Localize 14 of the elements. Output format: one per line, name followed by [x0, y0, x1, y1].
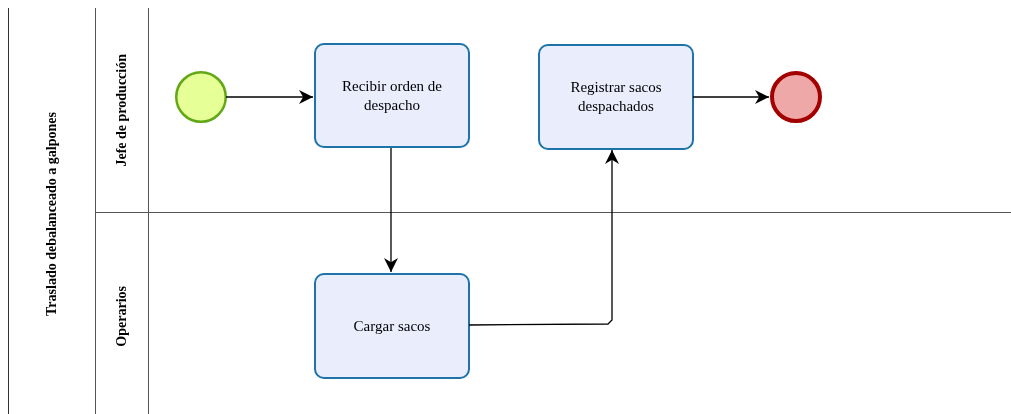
- arrow: [468, 149, 619, 326]
- start-event-circle: [175, 71, 227, 123]
- arrow: [384, 147, 398, 273]
- arrow: [692, 90, 770, 104]
- task-box: Registrar sacos despachados: [538, 44, 694, 150]
- lane-title: Operarios: [114, 286, 130, 347]
- pool-title: Traslado debalanceado a galpones: [44, 111, 60, 316]
- lane-title: Jefe de producción: [114, 53, 130, 167]
- end-event-circle: [770, 71, 822, 123]
- swimlane: [96, 212, 1011, 414]
- task-box: Cargar sacos: [314, 273, 470, 379]
- pool: [8, 8, 1011, 414]
- arrow: [225, 90, 314, 104]
- task-box: Recibir orden de despacho: [314, 43, 470, 148]
